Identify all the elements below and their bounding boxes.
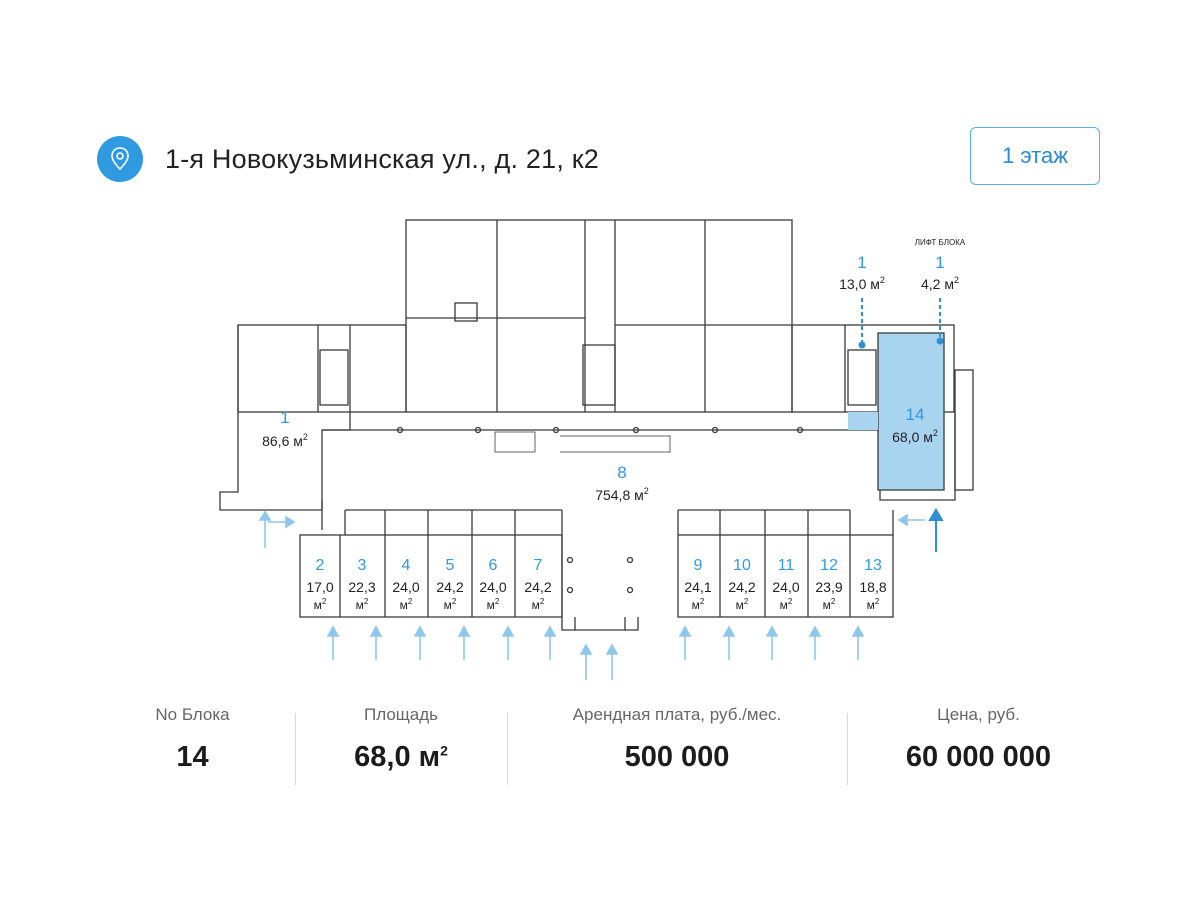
- entrance-arrow-icon: [258, 510, 272, 548]
- shop-unit-area: 23,9: [815, 579, 842, 595]
- stat-rent-value: 500 000: [624, 741, 730, 773]
- shop-unit-suffix: м2: [532, 597, 545, 612]
- shop-unit-suffix: м2: [400, 597, 413, 612]
- shop-unit-suffix: м2: [823, 597, 836, 612]
- shop-unit-area: 24,1: [684, 579, 711, 595]
- entrance-arrow-icon: [501, 625, 515, 660]
- shop-unit-number: 9: [694, 557, 703, 574]
- stat-area-label: Площадь: [363, 705, 438, 724]
- shop-unit-number: 13: [864, 557, 882, 574]
- shop-unit-suffix: м2: [314, 597, 327, 612]
- stat-price-label: Цена, руб.: [937, 705, 1020, 724]
- shops-right-wall: [677, 534, 894, 618]
- entrance-arrow-icon: [722, 625, 736, 660]
- shop-unit-suffix: м2: [867, 597, 880, 612]
- stat-block-label: No Блока: [155, 705, 230, 724]
- shop-unit-number: 4: [402, 557, 411, 574]
- stat-rent-label: Арендная плата, руб./мес.: [572, 705, 782, 724]
- shop-unit-area: 17,0: [306, 579, 333, 595]
- shop-unit-suffix: м2: [444, 597, 457, 612]
- unit-1b-number: 1: [857, 253, 866, 272]
- entrance-arrow-icon: [326, 625, 340, 660]
- unit-14-highlight[interactable]: [877, 332, 945, 491]
- unit-1-number: 1: [280, 408, 289, 427]
- entrance-arrow-icon: [897, 513, 925, 527]
- location-pin-icon: [97, 136, 143, 182]
- unit-1c-area: 4,2 м2: [921, 275, 959, 292]
- entrance-arrow-icon: [678, 625, 692, 660]
- lift-caption: ЛИФТ БЛОКА: [915, 238, 966, 247]
- dashed-pointer-icon: [858, 298, 866, 349]
- entrance-arrow-icon: [369, 625, 383, 660]
- divider: [507, 713, 508, 785]
- stat-price: Цена, руб. 60 000 000: [847, 705, 1110, 774]
- left-wing-wall: [237, 324, 407, 413]
- stat-rent: Арендная плата, руб./мес. 500 000: [507, 705, 847, 774]
- floor-plan: 1 86,6 м2 1 13,0 м2 ЛИФТ БЛОКА 1 4,2 м2 …: [219, 219, 974, 680]
- upper-block-wall: [405, 219, 793, 413]
- address-title: 1-я Новокузьминская ул., д. 21, к2: [165, 143, 599, 174]
- shop-unit-number: 12: [820, 557, 838, 574]
- entrance-arrow-icon: [413, 625, 427, 660]
- unit-14-area: 68,0 м2: [892, 428, 938, 445]
- shop-unit-area: 18,8: [859, 579, 886, 595]
- shop-unit-suffix: м2: [356, 597, 369, 612]
- entrance-arrow-icon: [808, 625, 822, 660]
- shop-unit-suffix: м2: [780, 597, 793, 612]
- shop-unit-number: 6: [489, 557, 498, 574]
- shop-unit-number: 7: [534, 557, 543, 574]
- shop-unit-number: 10: [733, 557, 751, 574]
- stat-area-value: 68,0 м2: [354, 741, 448, 773]
- shop-unit-area: 24,0: [479, 579, 506, 595]
- shop-unit-number: 2: [316, 557, 325, 574]
- entrance-arrow-icon: [268, 515, 296, 529]
- shop-unit-number: 11: [778, 557, 795, 574]
- unit-14-number: 14: [906, 405, 925, 424]
- shop-unit-suffix: м2: [692, 597, 705, 612]
- unit-1b-area: 13,0 м2: [839, 275, 885, 292]
- divider: [847, 713, 848, 785]
- floor-selector-button[interactable]: 1 этаж: [970, 127, 1100, 185]
- unit-8-area: 754,8 м2: [595, 486, 649, 503]
- divider: [295, 713, 296, 785]
- unit-14-entrance-arrow-icon: [928, 508, 944, 552]
- shop-unit-suffix: м2: [736, 597, 749, 612]
- shop-unit-area: 24,2: [436, 579, 463, 595]
- entrance-arrow-icon: [605, 643, 619, 680]
- shop-unit-area: 24,2: [728, 579, 755, 595]
- unit-1-area: 86,6 м2: [262, 432, 308, 449]
- header: 1-я Новокузьминская ул., д. 21, к2: [97, 134, 599, 184]
- stat-price-value: 60 000 000: [905, 741, 1052, 773]
- entrance-arrow-icon: [543, 625, 557, 660]
- entrance-arrow-icon: [851, 625, 865, 660]
- shop-unit-number: 3: [358, 557, 367, 574]
- stat-block: No Блока 14: [90, 705, 295, 774]
- stats-bar: No Блока 14 Площадь 68,0 м2 Арендная пла…: [90, 705, 1110, 785]
- dashed-pointer-icon: [936, 298, 944, 345]
- entrance-arrow-icon: [579, 643, 593, 680]
- entrance-arrow-icon: [765, 625, 779, 660]
- shops-left-wall: [299, 534, 563, 618]
- entrance-arrow-icon: [457, 625, 471, 660]
- stat-area: Площадь 68,0 м2: [295, 705, 507, 774]
- unit-8-number: 8: [617, 463, 626, 482]
- shop-unit-area: 24,0: [772, 579, 799, 595]
- stat-block-value: 14: [176, 741, 209, 773]
- unit-14-annex: [848, 412, 878, 430]
- shop-unit-number: 5: [446, 557, 455, 574]
- shop-unit-area: 22,3: [348, 579, 375, 595]
- unit-1c-number: 1: [935, 253, 944, 272]
- shop-unit-area: 24,0: [392, 579, 419, 595]
- shop-unit-area: 24,2: [524, 579, 551, 595]
- shop-unit-suffix: м2: [487, 597, 500, 612]
